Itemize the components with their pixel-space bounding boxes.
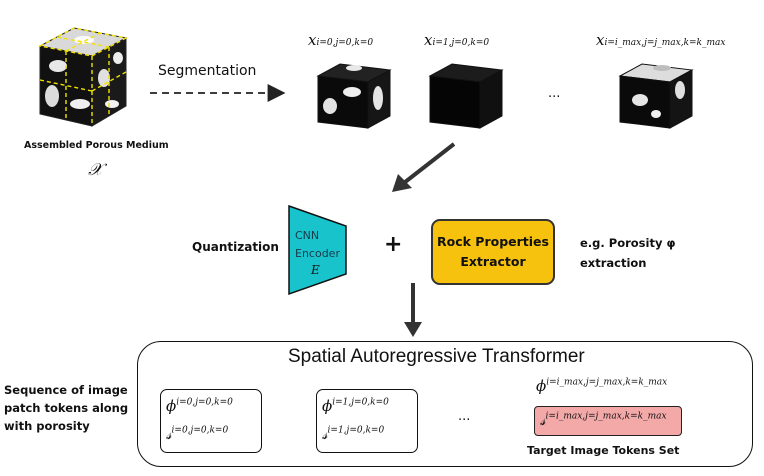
assembled-medium-symbol: 𝒳 bbox=[88, 160, 103, 180]
token-box-2 bbox=[316, 389, 418, 453]
transformer-title: Spatial Autoregressive Transformer bbox=[288, 346, 585, 367]
quantization-label: Quantization bbox=[192, 240, 279, 254]
patch-cube-2 bbox=[428, 63, 504, 129]
down-arrow-2-head bbox=[404, 322, 422, 337]
patch-ellipsis: ... bbox=[548, 86, 561, 101]
patch-cube-3 bbox=[618, 63, 694, 129]
assembled-cube bbox=[37, 27, 129, 127]
down-arrow-1 bbox=[398, 142, 456, 188]
patch-label-3: xi=i_max,j=j_max,k=k_max bbox=[596, 31, 726, 49]
encoder-label-line1: CNN bbox=[295, 229, 320, 242]
patch-label-2: xi=1,j=0,k=0 bbox=[424, 31, 490, 49]
patch-label-1: xi=0,j=0,k=0 bbox=[308, 31, 374, 49]
token-ellipsis: ... bbox=[458, 409, 471, 424]
target-token-box bbox=[534, 406, 682, 436]
target-phi: ϕi=i_max,j=j_max,k=k_max bbox=[536, 377, 668, 395]
porosity-line1: e.g. Porosity φ bbox=[580, 236, 676, 250]
token1-phi: ϕi=0,j=0,k=0 bbox=[166, 397, 233, 415]
cnn-encoder-shape bbox=[288, 204, 347, 296]
down-arrow-1-head bbox=[392, 174, 412, 192]
rock-label-line1: Rock Properties bbox=[437, 234, 549, 249]
target-tokens-label: Target Image Tokens Set bbox=[527, 444, 680, 457]
token2-phi: ϕi=1,j=0,k=0 bbox=[322, 397, 389, 415]
plus-sign: + bbox=[384, 232, 403, 257]
encoder-label-line2: Encoder bbox=[295, 247, 340, 260]
rock-label-line2: Extractor bbox=[460, 254, 526, 269]
patch-cube-1 bbox=[316, 63, 392, 129]
assembled-medium-label: Assembled Porous Medium bbox=[24, 140, 169, 151]
rock-properties-extractor: Rock Properties Extractor bbox=[431, 219, 555, 285]
porosity-line2: extraction bbox=[580, 256, 647, 270]
segmentation-label: Segmentation bbox=[158, 63, 257, 79]
token2-s: 𝓈i=1,j=0,k=0 bbox=[322, 425, 385, 443]
encoder-symbol: E bbox=[311, 263, 320, 277]
token-box-1 bbox=[160, 389, 262, 453]
target-s: 𝓈i=i_max,j=j_max,k=k_max bbox=[540, 411, 667, 429]
sequence-description: Sequence of image patch tokens along wit… bbox=[4, 383, 129, 433]
token1-s: 𝓈i=0,j=0,k=0 bbox=[166, 425, 229, 443]
